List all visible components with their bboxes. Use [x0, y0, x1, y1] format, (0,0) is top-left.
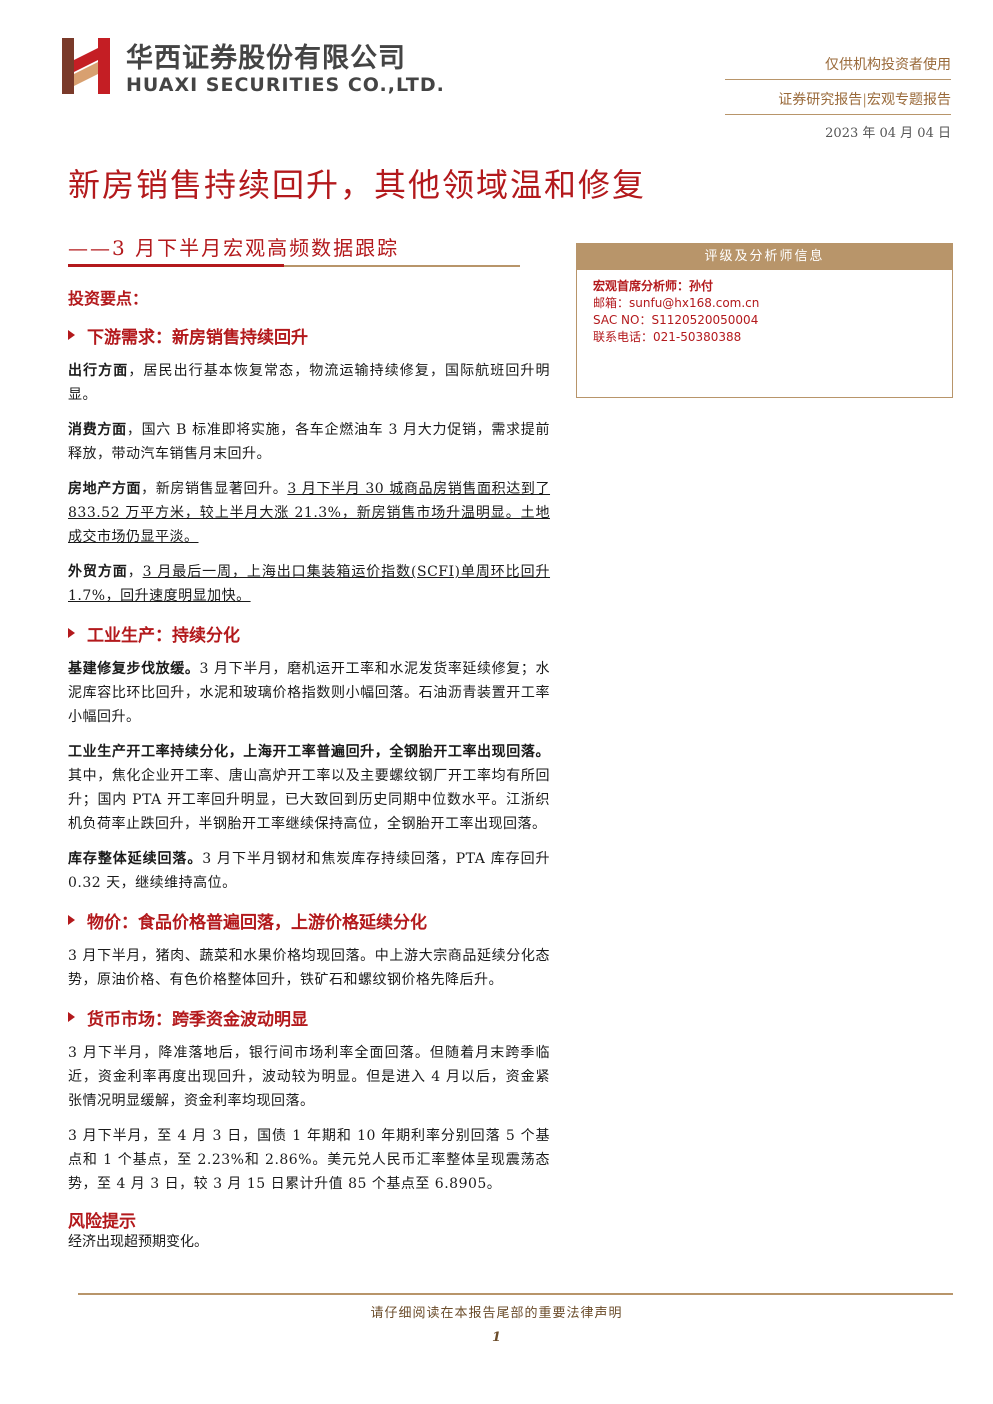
- triangle-bullet-icon: [68, 330, 75, 340]
- analyst-box-title: 评级及分析师信息: [577, 244, 952, 270]
- analyst-name: 宏观首席分析师：孙付: [593, 279, 714, 293]
- company-name-cn: 华西证券股份有限公司: [126, 43, 406, 74]
- section-heading-money-market: 货币市场：跨季资金波动明显: [68, 1003, 550, 1031]
- huaxi-logo-icon: [62, 38, 110, 94]
- key-points-column: 投资要点： 下游需求：新房销售持续回升 出行方面，居民出行基本恢复常态，物流运输…: [68, 285, 550, 1253]
- analyst-phone: 联系电话：021-50380388: [593, 330, 742, 344]
- paragraph-lead: 外贸方面: [68, 564, 128, 580]
- report-date: 2023 年 04 月 04 日: [825, 126, 951, 141]
- paragraph-travel: 出行方面，居民出行基本恢复常态，物流运输持续修复，国际航班回升明显。: [68, 359, 550, 407]
- report-type-main: 证券研究报告: [778, 92, 863, 108]
- footer-divider: [78, 1293, 953, 1295]
- paragraph-infrastructure: 基建修复步伐放缓。3 月下半月，磨机运开工率和水泥发货率延续修复；水泥库容比环比…: [68, 657, 550, 729]
- risk-heading: 风险提示: [68, 1212, 136, 1232]
- triangle-bullet-icon: [68, 628, 75, 638]
- risk-text: 经济出现超预期变化。: [68, 1234, 208, 1250]
- analyst-sac: SAC NO：S1120520050004: [593, 313, 759, 327]
- audience-note: 仅供机构投资者使用: [825, 57, 951, 73]
- underlined-text: 土地成交市场仍显平淡。: [68, 505, 550, 545]
- section-heading-text: 物价：食品价格普遍回落，上游价格延续分化: [87, 912, 427, 933]
- analyst-info-box: 评级及分析师信息 宏观首席分析师：孙付 邮箱：sunfu@hx168.com.c…: [576, 243, 953, 398]
- report-type-separator: |: [862, 92, 867, 108]
- header-divider: [725, 79, 951, 80]
- paragraph-text: ，新房销售显著回升。: [141, 481, 288, 497]
- section-heading-prices: 物价：食品价格普遍回落，上游价格延续分化: [68, 906, 550, 934]
- key-points-heading: 投资要点：: [68, 289, 149, 308]
- paragraph-lead: 库存整体延续回落。: [68, 851, 203, 867]
- title-underline-red: [68, 264, 284, 267]
- paragraph-operating-rates: 工业生产开工率持续分化，上海开工率普遍回升，全钢胎开工率出现回落。其中，焦化企业…: [68, 740, 550, 836]
- paragraph-consumption: 消费方面，国六 B 标准即将实施，各车企燃油车 3 月大力促销，需求提前释放，带…: [68, 418, 550, 466]
- paragraph-text: 其中，焦化企业开工率、唐山高炉开工率以及主要螺纹钢厂开工率均有所回升；国内 PT…: [68, 768, 550, 832]
- report-subtitle: ——3 月下半月宏观高频数据跟踪: [68, 236, 400, 260]
- section-heading-text: 工业生产：持续分化: [87, 625, 240, 646]
- paragraph-inventory: 库存整体延续回落。3 月下半月钢材和焦炭库存持续回落，PTA 库存回升 0.32…: [68, 847, 550, 895]
- footer-disclaimer: 请仔细阅读在本报告尾部的重要法律声明: [370, 1306, 623, 1321]
- title-underline-gold: [284, 265, 520, 267]
- paragraph-prices: 3 月下半月，猪肉、蔬菜和水果价格均现回落。中上游大宗商品延续分化态势，原油价格…: [68, 948, 550, 988]
- paragraph-interbank-rates: 3 月下半月，降准落地后，银行间市场利率全面回落。但随着月末跨季临近，资金利率再…: [68, 1045, 550, 1109]
- section-heading-demand: 下游需求：新房销售持续回升: [68, 321, 550, 349]
- paragraph-lead: 基建修复步伐放缓。: [68, 661, 200, 677]
- report-type-sub: 宏观专题报告: [867, 92, 951, 108]
- section-heading-industry: 工业生产：持续分化: [68, 619, 550, 647]
- company-name-en: HUAXI SECURITIES CO.,LTD.: [126, 74, 445, 96]
- section-heading-text: 下游需求：新房销售持续回升: [87, 327, 308, 348]
- section-heading-text: 货币市场：跨季资金波动明显: [87, 1009, 308, 1030]
- paragraph-text: 3 月下半月钢材和焦炭库存持续回落，PTA 库存回升 0.32 天，继续维持高位…: [68, 851, 550, 891]
- paragraph-text: 3 月下半月，磨机运开工率和水泥发货率延续修复；水泥库容比环比回升，水泥和玻璃价…: [68, 661, 551, 725]
- paragraph-bond-fx: 3 月下半月，至 4 月 3 日，国债 1 年期和 10 年期利率分别回落 5 …: [68, 1128, 550, 1192]
- paragraph-text: ，居民出行基本恢复常态，物流运输持续修复，国际航班回升明显。: [68, 363, 551, 403]
- paragraph-real-estate: 房地产方面，新房销售显著回升。3 月下半月 30 城商品房销售面积达到了 833…: [68, 477, 550, 549]
- underlined-text: 3 月最后一周，上海出口集装箱运价指数(SCFI)单周环比回升 1.7%，回升速…: [68, 564, 551, 604]
- page-number: 1: [491, 1330, 502, 1345]
- paragraph-lead: 工业生产开工率持续分化，上海开工率普遍回升，全钢胎开工率出现回落。: [68, 744, 550, 760]
- paragraph-lead: 房地产方面: [68, 481, 142, 497]
- paragraph-trade: 外贸方面，3 月最后一周，上海出口集装箱运价指数(SCFI)单周环比回升 1.7…: [68, 560, 550, 608]
- company-logo: 华西证券股份有限公司 HUAXI SECURITIES CO.,LTD.: [60, 34, 444, 104]
- paragraph-text: ，国六 B 标准即将实施，各车企燃油车 3 月大力促销，需求提前释放，带动汽车销…: [68, 422, 551, 462]
- paragraph-lead: 出行方面: [68, 363, 129, 379]
- header-divider: [725, 114, 951, 115]
- triangle-bullet-icon: [68, 915, 75, 925]
- report-type: 证券研究报告|宏观专题报告: [778, 89, 951, 109]
- report-title: 新房销售持续回升，其他领域温和修复: [68, 166, 647, 204]
- underlined-text: 3 月下半月 30 城商品房销售面积达到了 833.52 万平方米，较上半月大涨…: [68, 481, 551, 521]
- paragraph-text: ，: [127, 564, 143, 580]
- triangle-bullet-icon: [68, 1012, 75, 1022]
- paragraph-lead: 消费方面: [68, 422, 127, 438]
- analyst-email: 邮箱：sunfu@hx168.com.cn: [593, 296, 760, 310]
